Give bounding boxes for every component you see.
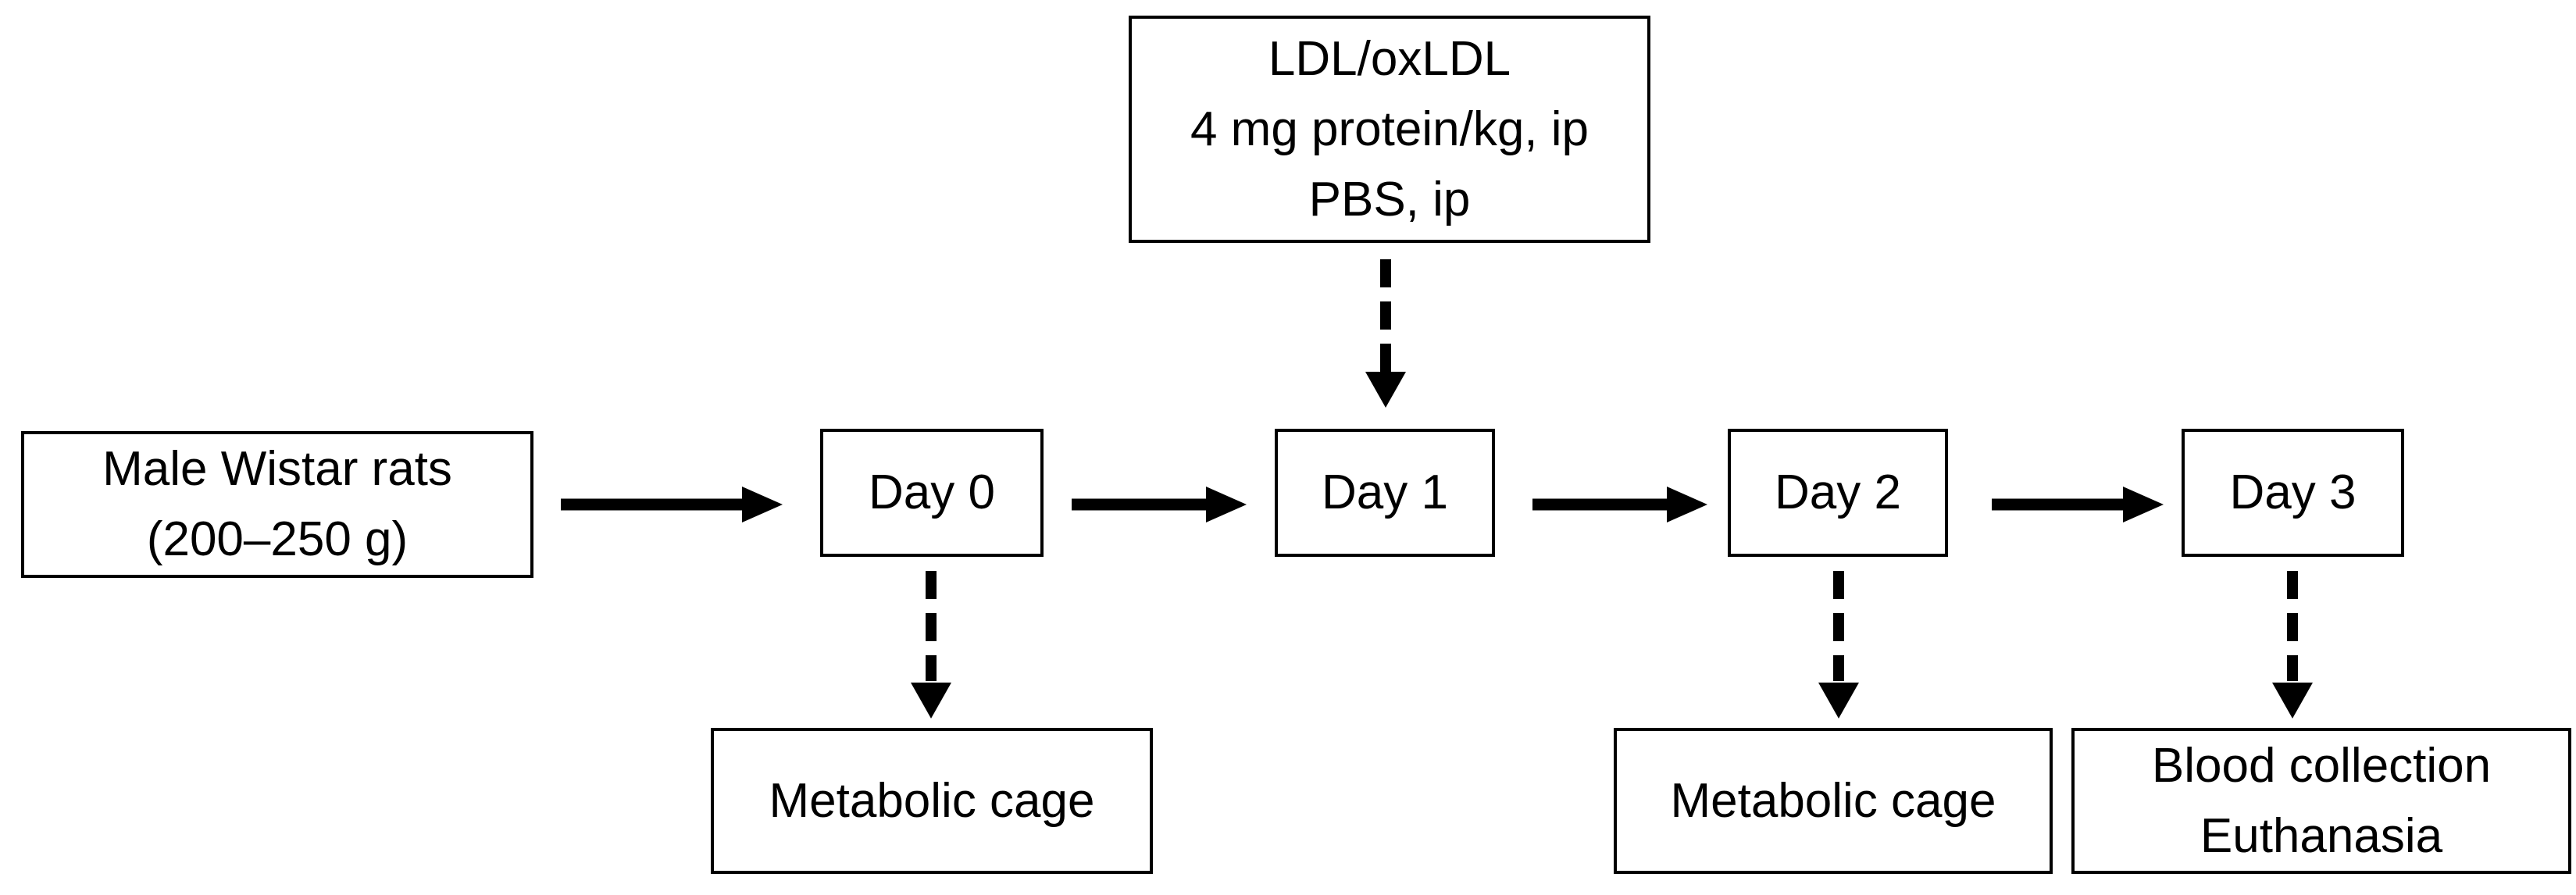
day-0-box: Day 0 <box>820 429 1044 557</box>
arrow-day3-to-blood-collection <box>2272 571 2313 718</box>
day-3-box: Day 3 <box>2182 429 2404 557</box>
ldl-treatment-line-3: PBS, ip <box>1308 172 1471 226</box>
arrow-rats-to-day0 <box>561 487 783 522</box>
male-wistar-rats-box: Male Wistar rats (200–250 g) <box>21 431 533 578</box>
day-2-label: Day 2 <box>1775 465 1901 519</box>
ldl-treatment-box: LDL/oxLDL 4 mg protein/kg, ip PBS, ip <box>1129 16 1650 243</box>
day-0-label: Day 0 <box>869 465 995 519</box>
day-3-label: Day 3 <box>2229 465 2357 519</box>
rats-line-2: (200–250 g) <box>146 512 409 566</box>
arrow-day2-to-day3 <box>1992 487 2164 522</box>
arrow-day0-to-metabolic-cage-1 <box>911 571 951 718</box>
arrow-day1-to-day2 <box>1532 487 1707 522</box>
day-1-box: Day 1 <box>1275 429 1495 557</box>
metabolic-cage-box-2: Metabolic cage <box>1614 728 2053 874</box>
blood-collection-line-2: Euthanasia <box>2200 808 2443 863</box>
metabolic-cage-2-label: Metabolic cage <box>1670 773 1996 828</box>
arrow-ldl-to-day1 <box>1365 259 1406 408</box>
metabolic-cage-box-1: Metabolic cage <box>711 728 1153 874</box>
arrow-day0-to-day1 <box>1072 487 1247 522</box>
day-1-label: Day 1 <box>1322 465 1448 519</box>
blood-collection-euthanasia-box: Blood collection Euthanasia <box>2071 728 2571 874</box>
blood-collection-line-1: Blood collection <box>2151 738 2492 793</box>
ldl-treatment-line-2: 4 mg protein/kg, ip <box>1190 102 1589 156</box>
ldl-treatment-line-1: LDL/oxLDL <box>1268 31 1511 86</box>
rats-line-1: Male Wistar rats <box>102 442 452 496</box>
arrow-day2-to-metabolic-cage-2 <box>1818 571 1859 718</box>
day-2-box: Day 2 <box>1728 429 1948 557</box>
metabolic-cage-1-label: Metabolic cage <box>769 773 1095 828</box>
